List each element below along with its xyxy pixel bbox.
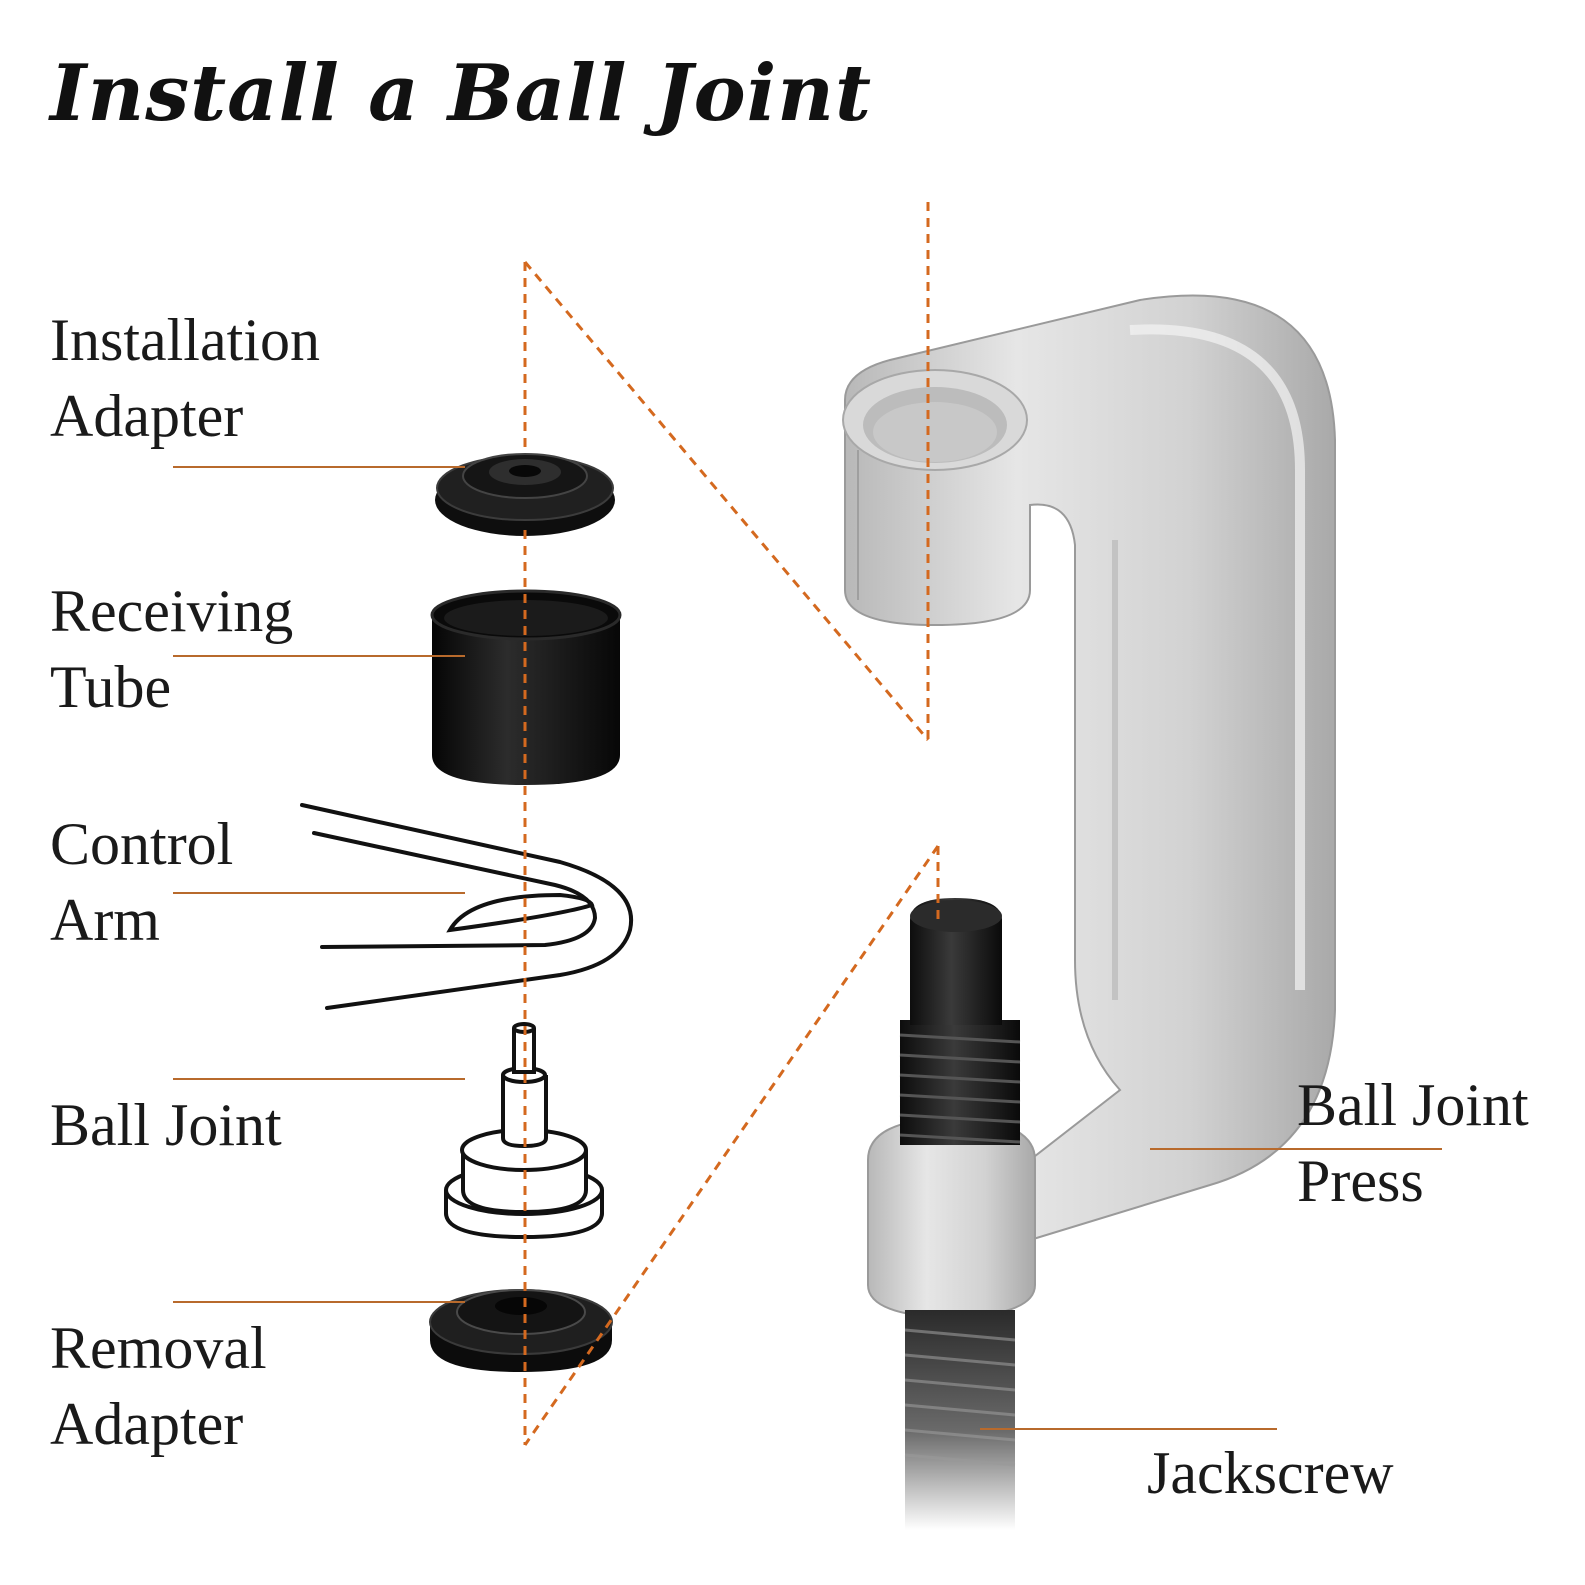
leader-control-arm bbox=[173, 892, 465, 894]
leader-ball-joint bbox=[173, 1078, 465, 1080]
leader-jackscrew bbox=[980, 1428, 1277, 1430]
jackscrew-icon bbox=[899, 898, 1021, 1530]
label-jackscrew: Jackscrew bbox=[1147, 1440, 1394, 1506]
label-ball-joint-press: Ball Joint Press bbox=[1297, 1072, 1529, 1214]
installation-adapter-icon bbox=[435, 453, 615, 536]
label-receiving-tube: Receiving Tube bbox=[50, 578, 294, 720]
label-removal-adapter: Removal Adapter bbox=[50, 1315, 267, 1457]
removal-adapter-icon bbox=[429, 1289, 613, 1372]
c-frame-press-icon bbox=[842, 294, 1336, 1320]
page-title: Install a Ball Joint bbox=[50, 48, 872, 139]
label-control-arm: Control Arm bbox=[50, 811, 234, 953]
label-ball-joint: Ball Joint bbox=[50, 1092, 282, 1158]
label-installation-adapter: Installation Adapter bbox=[50, 307, 320, 449]
leader-receiving-tube bbox=[173, 655, 465, 657]
control-arm-icon bbox=[300, 803, 634, 1010]
alignment-guides bbox=[523, 202, 940, 1446]
leader-removal-adapter bbox=[173, 1301, 465, 1303]
leader-ball-joint-press bbox=[1150, 1148, 1442, 1150]
leader-installation-adapter bbox=[173, 466, 465, 468]
